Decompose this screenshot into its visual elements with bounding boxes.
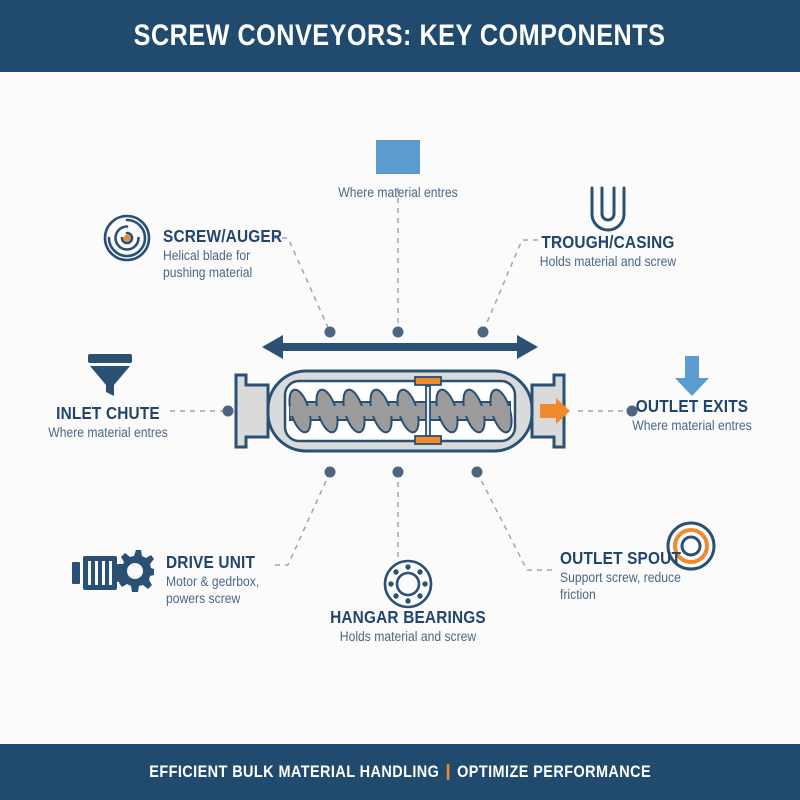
orange-right-arrow-icon [540, 398, 570, 424]
trough-cavity [283, 379, 517, 443]
callout-desc: Holds material and screw [539, 254, 677, 270]
header-band: SCREW CONVEYORS: KEY COMPONENTS [0, 0, 800, 72]
u-trough-icon [586, 186, 630, 234]
center-hanger-bearing [414, 376, 442, 445]
down-arrow-icon [673, 354, 711, 398]
callout-desc: Where material entres [632, 418, 752, 434]
outlet-flange [530, 373, 566, 449]
bearing-icon [382, 558, 434, 610]
callout-title: OUTLET EXITS [635, 396, 749, 416]
callout-screw-auger[interactable]: SCREW/AUGER Helical blade for pushing ma… [163, 226, 363, 281]
callout-title: DRIVE UNIT [166, 552, 256, 572]
callout-title: TROUGH/CASING [541, 232, 675, 252]
footer-band: EFFICIENT BULK MATERIAL HANDLING OPTIMIZ… [0, 744, 800, 800]
inlet-flange [234, 373, 270, 449]
callout-drive-unit[interactable]: DRIVE UNIT Motor & gedrbox, powers screw [166, 552, 376, 607]
callout-desc: Where material entres [338, 185, 458, 200]
concentric-rings-icon [666, 521, 716, 571]
span-arrow-icon [262, 335, 538, 359]
connector-end-dots [222, 326, 638, 478]
footer-right-text: OPTIMIZE PERFORMANCE [456, 762, 651, 781]
callout-trough-casing[interactable]: TROUGH/CASING Holds material and screw [498, 232, 718, 270]
callout-desc: Support screw, reduce friction [560, 570, 681, 603]
callout-hangar-bearings[interactable]: HANGAR BEARINGS Holds material and screw [298, 607, 518, 645]
funnel-icon [84, 352, 136, 400]
callout-outlet-spout[interactable]: OUTLET SPOUT Support screw, reduce frict… [560, 548, 760, 603]
screw-flights-left [288, 388, 420, 434]
screw-shaft-overlay [290, 406, 510, 416]
screw-flights-right [435, 388, 513, 434]
callout-outlet-exits[interactable]: OUTLET EXITS Where material entres [592, 396, 792, 434]
conveyor-casing [234, 369, 566, 453]
footer-text: EFFICIENT BULK MATERIAL HANDLING OPTIMIZ… [149, 762, 651, 782]
page-title: SCREW CONVEYORS: KEY COMPONENTS [134, 19, 666, 52]
callout-title: OUTLET SPOUT [560, 548, 682, 568]
footer-separator-bar [446, 764, 450, 780]
connector-outlet-spout [476, 471, 552, 571]
spiral-icon [101, 212, 153, 264]
callout-desc: Holds material and screw [339, 629, 477, 645]
motor-gear-icon [72, 548, 154, 598]
callout-inlet-chute[interactable]: INLET CHUTE Where material entres [8, 403, 208, 441]
screw-auger-shaft [289, 401, 511, 421]
callout-desc: Helical blade for pushing material [163, 248, 253, 281]
callout-title: HANGAR BEARINGS [330, 607, 486, 627]
blue-square-icon [328, 140, 468, 174]
callout-title: SCREW/AUGER [163, 226, 283, 246]
callout-title: INLET CHUTE [56, 403, 160, 423]
callout-inlet-hopper[interactable]: Where material entres [328, 140, 468, 201]
callout-desc: Where material entres [48, 425, 168, 441]
callout-desc: Motor & gedrbox, powers screw [166, 574, 260, 607]
footer-left-text: EFFICIENT BULK MATERIAL HANDLING [149, 762, 440, 781]
